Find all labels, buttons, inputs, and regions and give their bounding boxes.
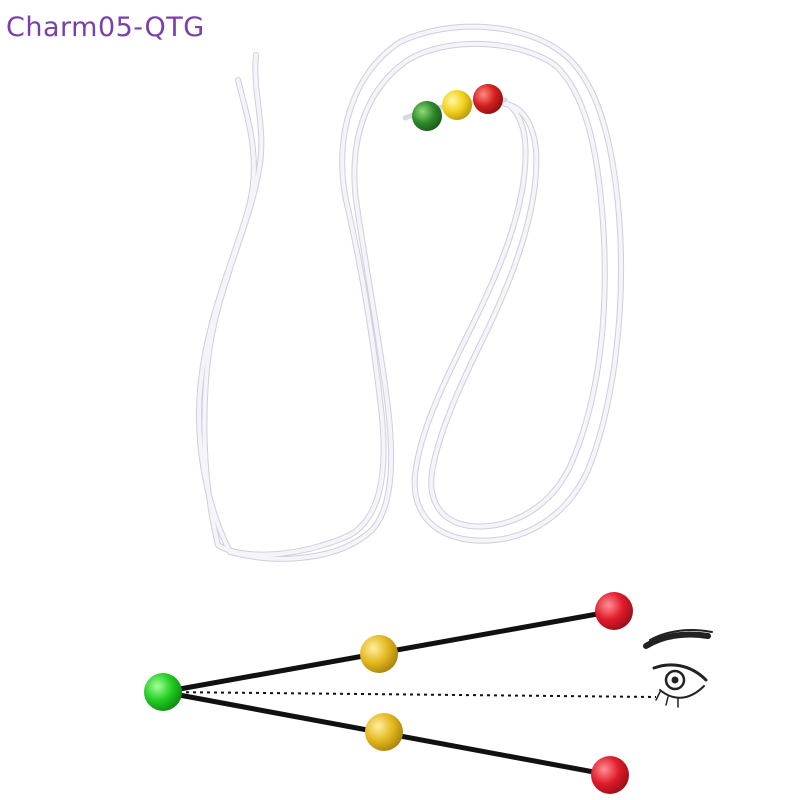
string-bead-yellow (442, 90, 472, 120)
eye-icon (643, 629, 713, 708)
string-beads (412, 84, 503, 131)
upper-far-bead (595, 592, 633, 630)
lower-far-bead (591, 756, 629, 794)
brand-watermark: Charm05-QTG (6, 12, 205, 43)
string-bead-red (473, 84, 503, 114)
lower-middle-bead (365, 713, 403, 751)
line-of-sight (164, 691, 657, 698)
near-bead (144, 673, 182, 711)
brock-string-diagram (144, 592, 713, 794)
string-bead-green (412, 101, 442, 131)
string-photo (196, 23, 625, 562)
upper-middle-bead (360, 635, 398, 673)
